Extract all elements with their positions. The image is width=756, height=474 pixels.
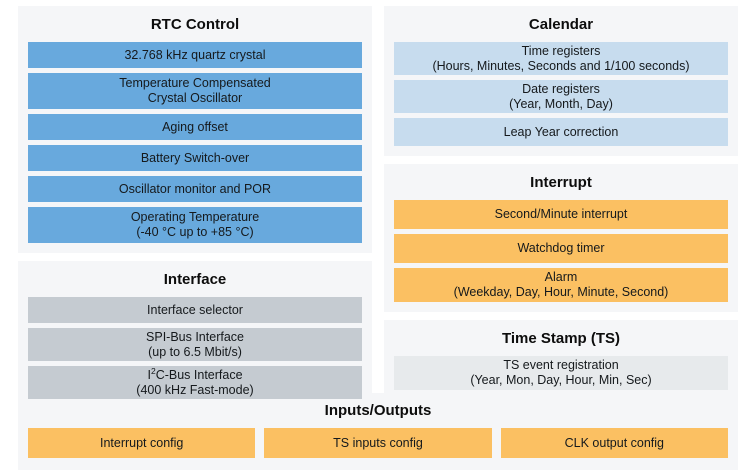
panel-title-inputs-outputs: Inputs/Outputs	[324, 402, 432, 419]
rtc-control-bars: 32.768 kHz quartz crystal Temperature Co…	[28, 42, 362, 243]
io-item-clk-output-config[interactable]: CLK output config	[500, 428, 728, 458]
interrupt-item-alarm[interactable]: Alarm (Weekday, Day, Hour, Minute, Secon…	[394, 268, 728, 302]
calendar-item-leap-year-correction-line1: Leap Year correction	[503, 124, 619, 139]
interrupt-bars: Second/Minute interrupt Watchdog timer A…	[394, 200, 728, 302]
io-item-interrupt-config-line1: Interrupt config	[99, 435, 184, 450]
rtc-item-tcxo-line2: Crystal Oscillator	[147, 91, 243, 105]
interrupt-item-watchdog-timer-line1: Watchdog timer	[517, 241, 605, 255]
interrupt-item-watchdog-timer[interactable]: Watchdog timer	[394, 234, 728, 263]
interrupt-item-second-minute[interactable]: Second/Minute interrupt	[394, 200, 728, 229]
interface-item-i2c-superscript: 2	[150, 365, 156, 376]
interrupt-item-alarm-line2: (Weekday, Day, Hour, Minute, Second)	[453, 285, 669, 299]
calendar-item-date-registers-line2: (Year, Month, Day)	[509, 96, 613, 111]
interface-item-selector-line1: Interface selector	[147, 302, 243, 317]
left-column: RTC Control 32.768 kHz quartz crystal Te…	[18, 6, 372, 409]
io-item-ts-inputs-config-line1: TS inputs config	[333, 435, 423, 450]
panel-title-interface: Interface	[163, 271, 227, 288]
interface-item-selector[interactable]: Interface selector	[28, 297, 362, 323]
interface-item-spi-bus-line1: SPI-Bus Interface	[146, 329, 244, 344]
interface-bars: Interface selector SPI-Bus Interface (up…	[28, 297, 362, 399]
time-stamp-item-event-registration[interactable]: TS event registration (Year, Mon, Day, H…	[394, 356, 728, 390]
calendar-bars: Time registers (Hours, Minutes, Seconds …	[394, 42, 728, 146]
rtc-item-aging-offset[interactable]: Aging offset	[28, 114, 362, 140]
rtc-item-battery-switchover-line1: Battery Switch-over	[140, 150, 250, 165]
interface-item-i2c-bus-line1: I2C-Bus Interface	[147, 365, 243, 383]
rtc-item-tcxo-line1: Temperature Compensated	[119, 76, 271, 90]
interface-item-spi-bus[interactable]: SPI-Bus Interface (up to 6.5 Mbit/s)	[28, 328, 362, 361]
rtc-item-oscillator-monitor-por-line1: Oscillator monitor and POR	[118, 181, 272, 196]
inputs-outputs-bars: Interrupt config TS inputs config CLK ou…	[28, 428, 728, 458]
diagram-columns: RTC Control 32.768 kHz quartz crystal Te…	[18, 6, 738, 409]
io-item-interrupt-config[interactable]: Interrupt config	[28, 428, 256, 458]
panel-title-calendar: Calendar	[528, 16, 594, 33]
rtc-item-quartz-crystal[interactable]: 32.768 kHz quartz crystal	[28, 42, 362, 68]
panel-rtc-control: RTC Control 32.768 kHz quartz crystal Te…	[18, 6, 372, 253]
calendar-item-time-registers-line2: (Hours, Minutes, Seconds and 1/100 secon…	[432, 58, 690, 73]
time-stamp-item-event-registration-line2: (Year, Mon, Day, Hour, Min, Sec)	[470, 373, 652, 387]
right-column: Calendar Time registers (Hours, Minutes,…	[384, 6, 738, 402]
panel-time-stamp: Time Stamp (TS) TS event registration (Y…	[384, 320, 738, 402]
panel-title-interrupt: Interrupt	[530, 174, 592, 191]
interrupt-item-alarm-line1: Alarm	[544, 270, 578, 284]
interface-item-spi-bus-line2: (up to 6.5 Mbit/s)	[148, 344, 242, 359]
rtc-item-operating-temperature[interactable]: Operating Temperature (-40 °C up to +85 …	[28, 207, 362, 243]
rtc-item-battery-switchover[interactable]: Battery Switch-over	[28, 145, 362, 171]
io-item-clk-output-config-line1: CLK output config	[564, 435, 664, 450]
panel-title-rtc-control: RTC Control	[150, 16, 240, 33]
interface-item-i2c-bus-line2: (400 kHz Fast-mode)	[136, 382, 254, 397]
panel-title-time-stamp: Time Stamp (TS)	[501, 330, 621, 347]
panel-calendar: Calendar Time registers (Hours, Minutes,…	[384, 6, 738, 156]
rtc-item-quartz-crystal-line1: 32.768 kHz quartz crystal	[124, 47, 266, 62]
io-item-ts-inputs-config[interactable]: TS inputs config	[264, 428, 492, 458]
interface-item-i2c-bus[interactable]: I2C-Bus Interface (400 kHz Fast-mode)	[28, 366, 362, 399]
calendar-item-date-registers[interactable]: Date registers (Year, Month, Day)	[394, 80, 728, 113]
interface-item-i2c-prefix: I	[147, 367, 151, 382]
panel-interrupt: Interrupt Second/Minute interrupt Watchd…	[384, 164, 738, 312]
calendar-item-date-registers-line1: Date registers	[522, 81, 600, 96]
time-stamp-bars: TS event registration (Year, Mon, Day, H…	[394, 356, 728, 390]
calendar-item-time-registers[interactable]: Time registers (Hours, Minutes, Seconds …	[394, 42, 728, 75]
rtc-item-oscillator-monitor-por[interactable]: Oscillator monitor and POR	[28, 176, 362, 202]
rtc-item-tcxo[interactable]: Temperature Compensated Crystal Oscillat…	[28, 73, 362, 109]
rtc-item-aging-offset-line1: Aging offset	[162, 119, 228, 134]
calendar-item-leap-year-correction[interactable]: Leap Year correction	[394, 118, 728, 146]
panel-inputs-outputs: Inputs/Outputs Interrupt config TS input…	[18, 393, 738, 470]
calendar-item-time-registers-line1: Time registers	[521, 43, 601, 58]
interface-item-i2c-suffix: C-Bus Interface	[155, 367, 243, 382]
rtc-item-operating-temperature-line2: (-40 °C up to +85 °C)	[136, 225, 254, 239]
rtc-item-operating-temperature-line1: Operating Temperature	[130, 210, 260, 224]
interrupt-item-second-minute-line1: Second/Minute interrupt	[494, 207, 628, 221]
panel-interface: Interface Interface selector SPI-Bus Int…	[18, 261, 372, 409]
time-stamp-item-event-registration-line1: TS event registration	[503, 358, 619, 372]
